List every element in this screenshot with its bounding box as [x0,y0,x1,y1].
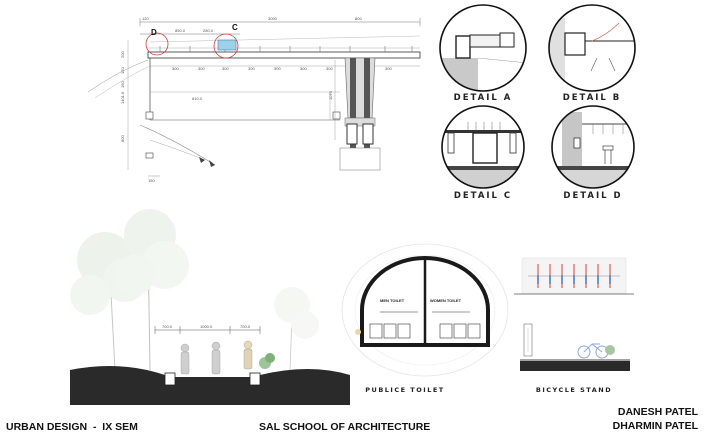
course-separator: - [92,421,97,433]
dim-top-4: 3000 [268,16,278,21]
street-section-drawing: 700.0 1000.0 700.0 [70,209,350,405]
dim-beam-2: 300 [198,66,205,71]
bicycle-stand-section [520,323,630,371]
detail-a-drawing [439,4,527,92]
street-dim-2: 1000.0 [200,324,213,329]
detail-a-label: DETAIL A [453,93,513,103]
street-dim-1: 700.0 [162,324,173,329]
public-toilet-caption: PUBLICE TOILET [365,386,445,394]
detail-b-label: DETAIL B [562,93,622,103]
dim-bottom: 150 [148,178,155,183]
bicycle-icon [577,343,609,359]
dim-beam-5: 300 [274,66,281,71]
dim-beam-1: 300 [172,66,179,71]
dim-top-1: 120 [142,16,149,21]
people-silhouettes [180,341,221,375]
dim-beam-7: 300 [326,66,333,71]
dim-top-2: 850.0 [175,28,186,33]
dim-inner: 810.0 [192,96,203,101]
dim-top-3: 280.0 [203,28,214,33]
dim-column: 1070 [328,90,333,100]
marker-c: C [232,23,238,32]
dim-left-2: 150 [120,67,125,74]
dim-beam-3: 300 [222,66,229,71]
dim-beam-6: 300 [300,66,307,71]
dim-left-1: 200 [120,51,125,58]
author-name-2: DHARMIN PATEL [612,420,698,432]
bicycle-stand-plan [514,257,634,295]
detail-d-drawing [551,105,635,189]
structural-section-drawing: 120 850.0 280.0 3000 800 D C 300 300 300… [87,16,421,183]
women-toilet-label: WOMEN TOILET [430,298,462,303]
street-dim-3: 700.0 [240,324,251,329]
course-name: URBAN DESIGN [6,421,88,433]
tree-group [70,209,319,371]
dim-beam-4: 300 [248,66,255,71]
dim-left-5: 1401.6 [120,91,125,104]
beam-dimensions: 300 300 300 300 300 300 300 300 [172,66,392,71]
public-toilet-drawing: MEN TOILET WOMEN TOILET [341,243,509,377]
dim-left-4: 800 [120,135,125,142]
dim-beam-8: 300 [385,66,392,71]
detail-c-label: DETAIL C [453,191,513,201]
detail-d-label: DETAIL D [563,191,623,201]
detail-c-drawing [441,105,525,189]
bicycle-stand-caption: BICYCLE STAND [535,386,613,394]
marker-d: D [151,28,157,37]
dim-left-3: 150 [120,81,125,88]
men-toilet-label: MEN TOILET [380,298,405,303]
author-name-1: DANESH PATEL [617,406,698,418]
dim-top-5: 800 [355,16,362,21]
school-name: SAL SCHOOL OF ARCHITECTURE [259,421,431,433]
footer-course-info: URBAN DESIGN - IX SEM [6,421,138,433]
semester-label: IX SEM [102,421,138,433]
detail-b-drawing [548,4,636,92]
